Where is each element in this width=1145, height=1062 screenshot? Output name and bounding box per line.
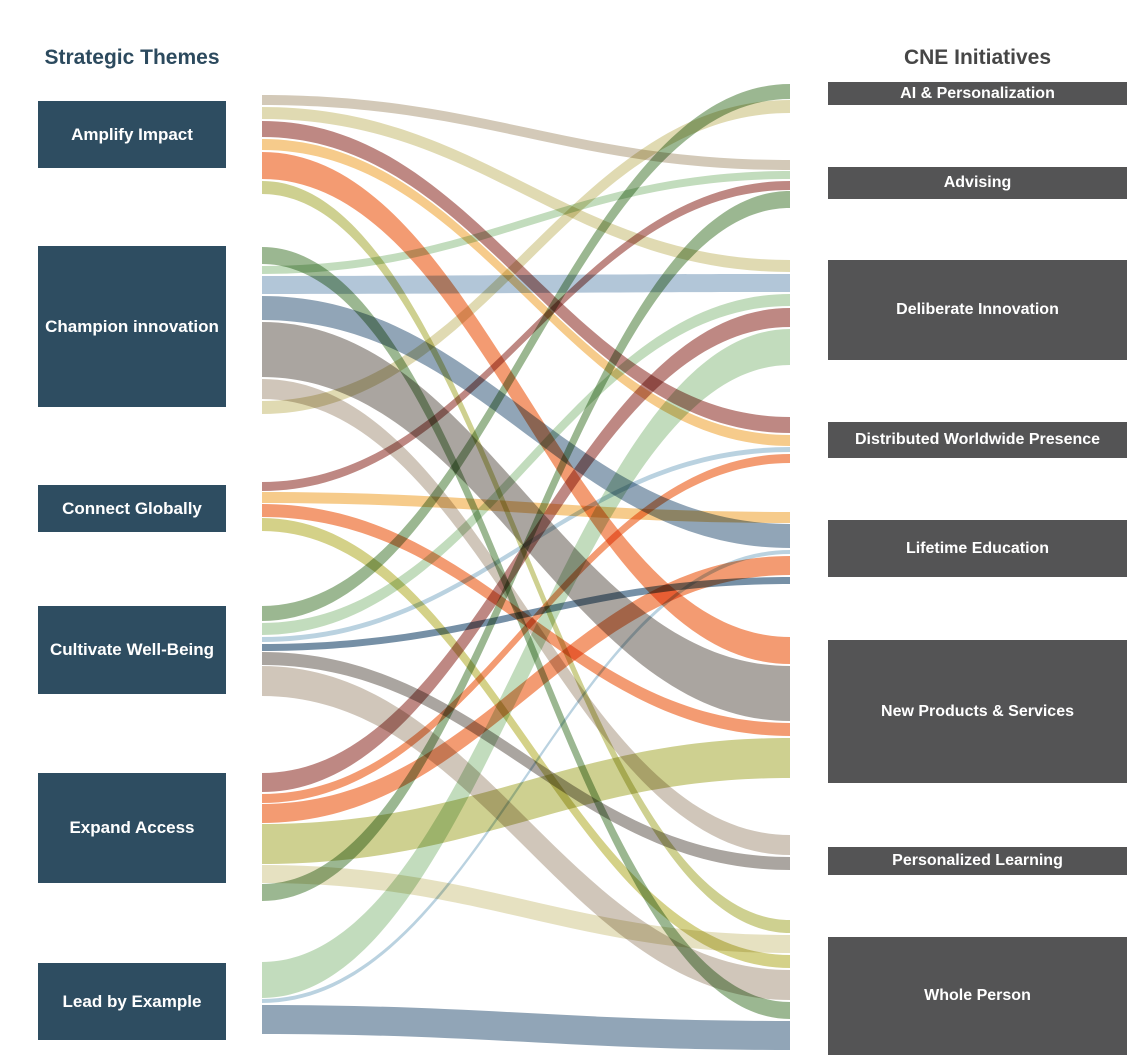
flow-ribbon[interactable] — [262, 107, 790, 272]
flow-ribbon[interactable] — [262, 274, 790, 294]
node-label: New Products & Services — [881, 702, 1074, 720]
initiative-node-lifetime-education[interactable]: Lifetime Education — [828, 520, 1127, 577]
flow-ribbon[interactable] — [262, 322, 790, 721]
flow-ribbon[interactable] — [262, 191, 790, 901]
flow-ribbon[interactable] — [262, 152, 790, 664]
node-label: Whole Person — [924, 987, 1031, 1004]
node-label: Lifetime Education — [905, 539, 1050, 557]
flow-ribbon[interactable] — [262, 550, 790, 1003]
flow-ribbon[interactable] — [262, 296, 790, 548]
initiative-node-ai-personalization[interactable]: AI & Personalization — [828, 82, 1127, 105]
theme-node-cultivate-well-being[interactable]: Cultivate Well-Being — [38, 606, 226, 694]
node-label: Personalized Learning — [892, 852, 1063, 869]
flow-ribbon[interactable] — [262, 577, 790, 651]
initiative-node-personalized-learning[interactable]: Personalized Learning — [828, 847, 1127, 875]
initiative-node-distributed-worldwide-presence[interactable]: Distributed Worldwide Presence — [828, 422, 1127, 458]
flow-ribbon[interactable] — [262, 84, 790, 621]
cne-initiatives-header: CNE Initiatives — [903, 46, 1052, 69]
node-label: AI & Personalization — [900, 84, 1055, 102]
flow-ribbon[interactable] — [262, 738, 790, 864]
node-label: Lead by Example — [62, 991, 202, 1011]
flow-ribbon[interactable] — [262, 171, 790, 274]
theme-node-amplify-impact[interactable]: Amplify Impact — [38, 101, 226, 168]
flow-ribbon[interactable] — [262, 1005, 790, 1050]
node-label: Distributed Worldwide Presence — [854, 431, 1101, 448]
initiative-node-deliberate-innovation[interactable]: Deliberate Innovation — [828, 260, 1127, 360]
flow-ribbon[interactable] — [262, 454, 790, 803]
flow-ribbon[interactable] — [262, 492, 790, 523]
flow-ribbon[interactable] — [262, 181, 790, 491]
node-label: Champion innovation — [45, 316, 219, 336]
theme-node-lead-by-example[interactable]: Lead by Example — [38, 963, 226, 1040]
flow-ribbon[interactable] — [262, 95, 790, 170]
flow-ribbon[interactable] — [262, 329, 790, 998]
flow-ribbon[interactable] — [262, 556, 790, 823]
initiative-node-advising[interactable]: Advising — [828, 167, 1127, 199]
initiative-node-new-products-services[interactable]: New Products & Services — [828, 640, 1127, 783]
flow-ribbon[interactable] — [262, 666, 790, 1000]
node-label: Amplify Impact — [71, 124, 193, 144]
flow-ribbon[interactable] — [262, 504, 790, 736]
flow-ribbon[interactable] — [262, 100, 790, 414]
node-label: Expand Access — [69, 818, 195, 837]
node-label: Connect Globally — [62, 498, 202, 518]
theme-node-champion-innovation[interactable]: Champion innovation — [38, 246, 226, 407]
node-label: Deliberate Innovation — [896, 301, 1059, 318]
initiative-node-whole-person[interactable]: Whole Person — [828, 937, 1127, 1055]
theme-node-expand-access[interactable]: Expand Access — [38, 773, 226, 883]
flow-ribbon[interactable] — [262, 518, 790, 968]
theme-node-connect-globally[interactable]: Connect Globally — [38, 485, 226, 532]
flow-ribbon[interactable] — [262, 294, 790, 635]
node-label: Advising — [943, 174, 1012, 191]
flow-ribbon[interactable] — [262, 652, 790, 870]
strategic-themes-header: Strategic Themes — [44, 46, 220, 69]
node-label: Cultivate Well-Being — [49, 640, 215, 659]
